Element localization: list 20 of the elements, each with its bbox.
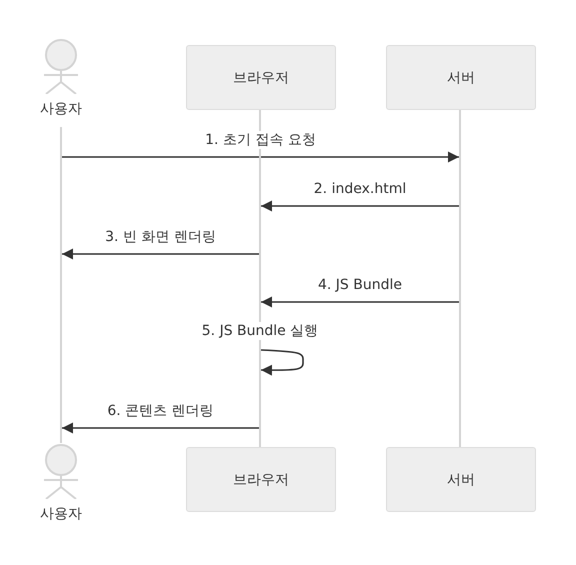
participant-box	[386, 45, 536, 110]
message-label: 4. JS Bundle	[316, 277, 404, 293]
message-arrow	[261, 200, 459, 212]
message-arrow	[261, 296, 459, 308]
lifeline	[459, 110, 461, 447]
lifeline	[259, 110, 261, 447]
participant-box	[186, 447, 336, 512]
participant-name: 서버	[447, 470, 475, 488]
message-arrow	[62, 152, 459, 162]
participant-name: 사용자	[40, 505, 82, 523]
participant-name: 브라우저	[233, 68, 289, 86]
participant-name: 브라우저	[233, 470, 289, 488]
message-arrow	[62, 422, 259, 434]
message-arrow	[62, 248, 259, 260]
participant-name: 사용자	[40, 100, 82, 118]
participant-box	[186, 45, 336, 110]
participant-name: 서버	[447, 68, 475, 86]
participant-box	[386, 447, 536, 512]
lifeline	[60, 127, 62, 443]
self-message-arrow	[260, 349, 304, 376]
